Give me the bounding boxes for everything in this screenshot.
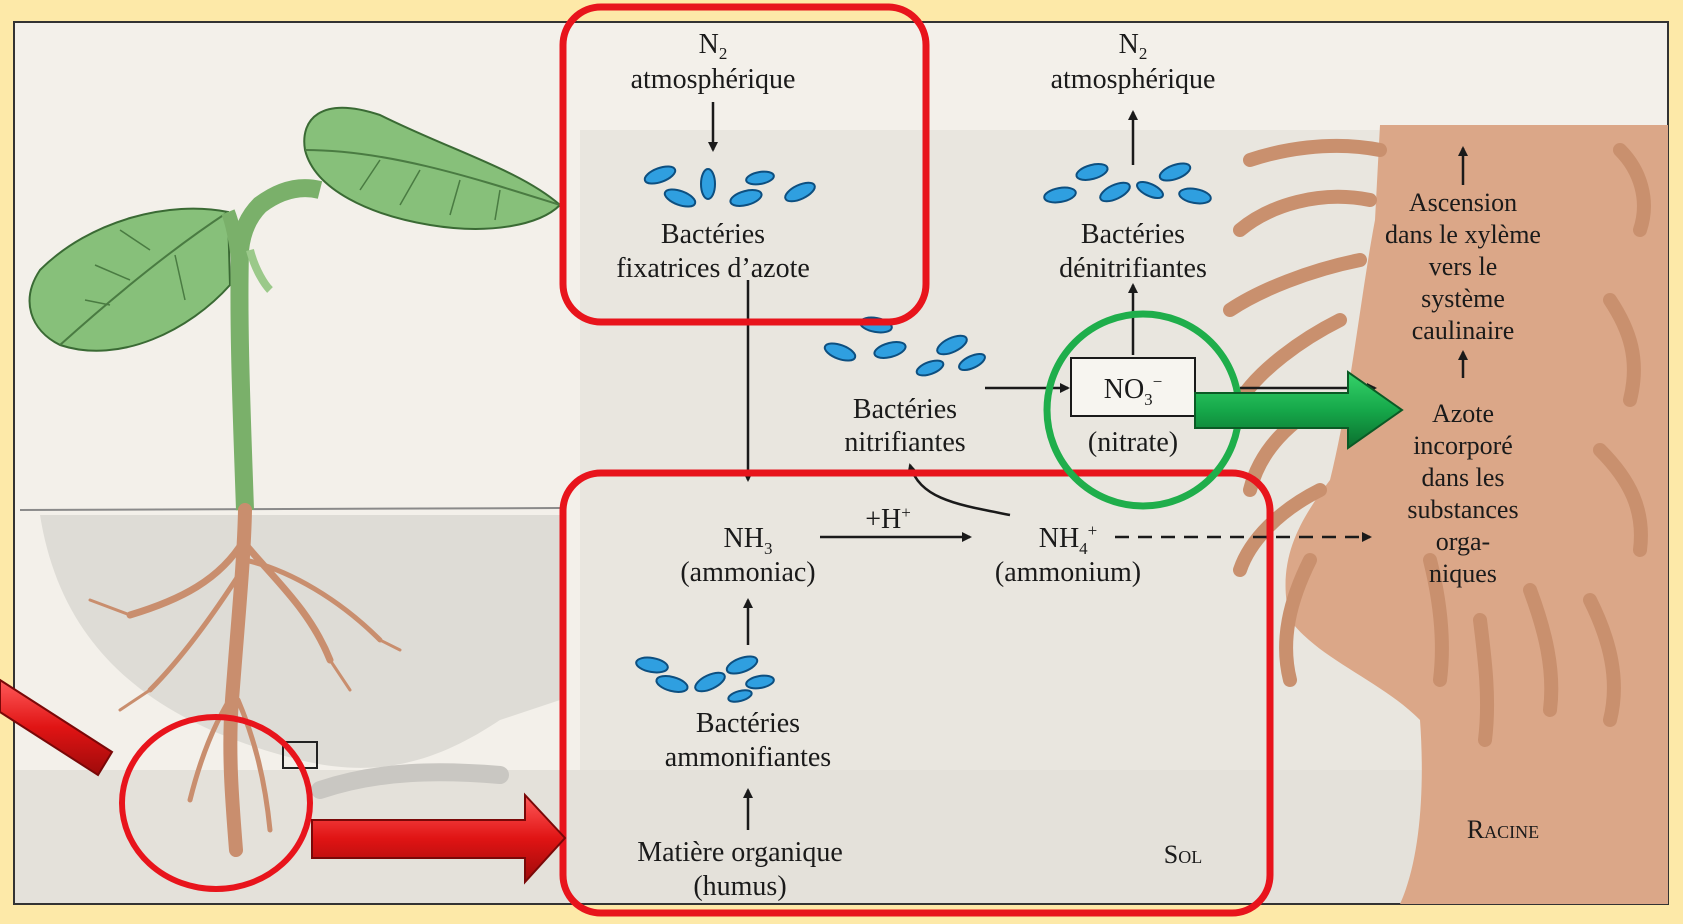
svg-text:dans les: dans les (1421, 463, 1504, 492)
svg-text:système: système (1421, 284, 1505, 313)
svg-text:(ammoniac): (ammoniac) (680, 557, 815, 588)
label-soil: Sol (1164, 840, 1202, 869)
svg-text:Bactéries: Bactéries (1081, 219, 1185, 250)
svg-text:incorporé: incorporé (1413, 431, 1513, 460)
svg-text:(ammonium): (ammonium) (995, 557, 1141, 588)
svg-text:dans le xylème: dans le xylème (1385, 220, 1541, 249)
svg-text:Bactéries: Bactéries (696, 708, 800, 739)
svg-text:Ascension: Ascension (1409, 188, 1517, 217)
svg-text:Matière organique: Matière organique (637, 837, 843, 868)
svg-text:niques: niques (1429, 559, 1497, 588)
svg-text:orga-: orga- (1436, 527, 1490, 556)
svg-text:atmosphérique: atmosphérique (1051, 64, 1216, 95)
svg-text:atmosphérique: atmosphérique (631, 64, 796, 95)
label-root: Racine (1467, 815, 1539, 844)
svg-text:Bactéries: Bactéries (853, 394, 957, 425)
svg-text:ammonifiantes: ammonifiantes (665, 742, 831, 773)
svg-text:dénitrifiantes: dénitrifiantes (1059, 253, 1207, 284)
svg-text:Bactéries: Bactéries (661, 219, 765, 250)
svg-text:fixatrices d’azote: fixatrices d’azote (616, 253, 810, 284)
svg-text:nitrifiantes: nitrifiantes (844, 427, 965, 458)
svg-text:(nitrate): (nitrate) (1088, 427, 1178, 458)
svg-text:Azote: Azote (1432, 399, 1494, 428)
svg-text:caulinaire: caulinaire (1412, 316, 1515, 345)
svg-text:vers le: vers le (1429, 252, 1498, 281)
svg-text:substances: substances (1407, 495, 1518, 524)
svg-text:(humus): (humus) (693, 871, 786, 902)
